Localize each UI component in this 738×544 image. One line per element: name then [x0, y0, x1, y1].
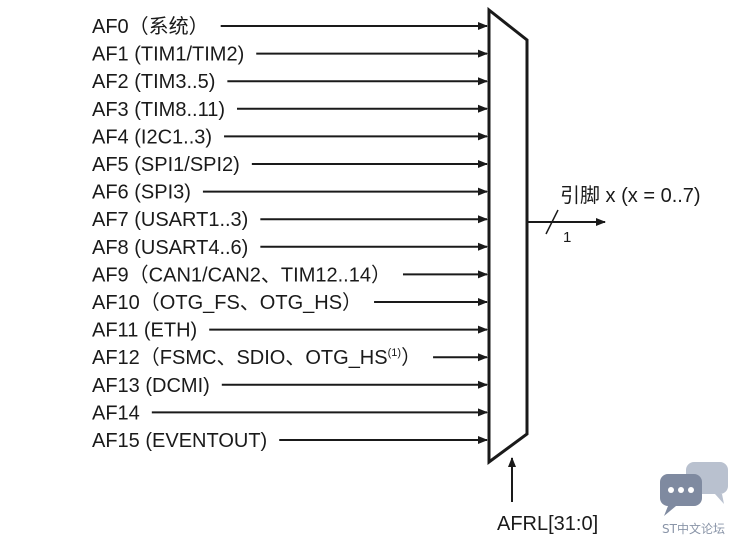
input-lines: AF0（系统） AF1 (TIM1/TIM2) AF2 (TIM3..5) AF3 (…	[92, 15, 488, 452]
input-label-af7: AF7 (USART1..3)	[92, 209, 248, 231]
input-label-af3: AF3 (TIM8..11)	[92, 99, 225, 121]
input-label-af9: AF9（CAN1/CAN2、TIM12..14）	[92, 263, 391, 286]
input-label-af8: AF8 (USART4..6)	[92, 237, 248, 259]
input-label-af12: AF12（FSMC、SDIO、OTG_HS(1)）	[92, 346, 421, 369]
input-label-af6: AF6 (SPI3)	[92, 182, 191, 204]
input-label-af2: AF2 (TIM3..5)	[92, 71, 215, 93]
input-label-af13: AF13 (DCMI)	[92, 375, 210, 397]
output-label: 引脚 x (x = 0..7)	[560, 184, 701, 207]
watermark: ST中文论坛	[660, 462, 728, 536]
chat-bubbles-icon	[660, 462, 728, 516]
bus-width-slash	[545, 209, 559, 235]
multiplexer-body	[487, 6, 529, 465]
input-label-af0: AF0（系统）	[92, 15, 209, 38]
input-label-af4: AF4 (I2C1..3)	[92, 126, 212, 148]
select-label: AFRL[31:0]	[497, 513, 598, 535]
input-label-af1: AF1 (TIM1/TIM2)	[92, 44, 244, 66]
input-label-af10: AF10（OTG_FS、OTG_HS）	[92, 291, 362, 314]
input-label-af11: AF11 (ETH)	[92, 320, 197, 342]
input-label-af5: AF5 (SPI1/SPI2)	[92, 154, 240, 176]
watermark-text: ST中文论坛	[662, 521, 725, 536]
input-label-af15: AF15 (EVENTOUT)	[92, 430, 267, 452]
input-label-af14: AF14	[92, 402, 140, 424]
bus-width-label: 1	[563, 229, 571, 246]
